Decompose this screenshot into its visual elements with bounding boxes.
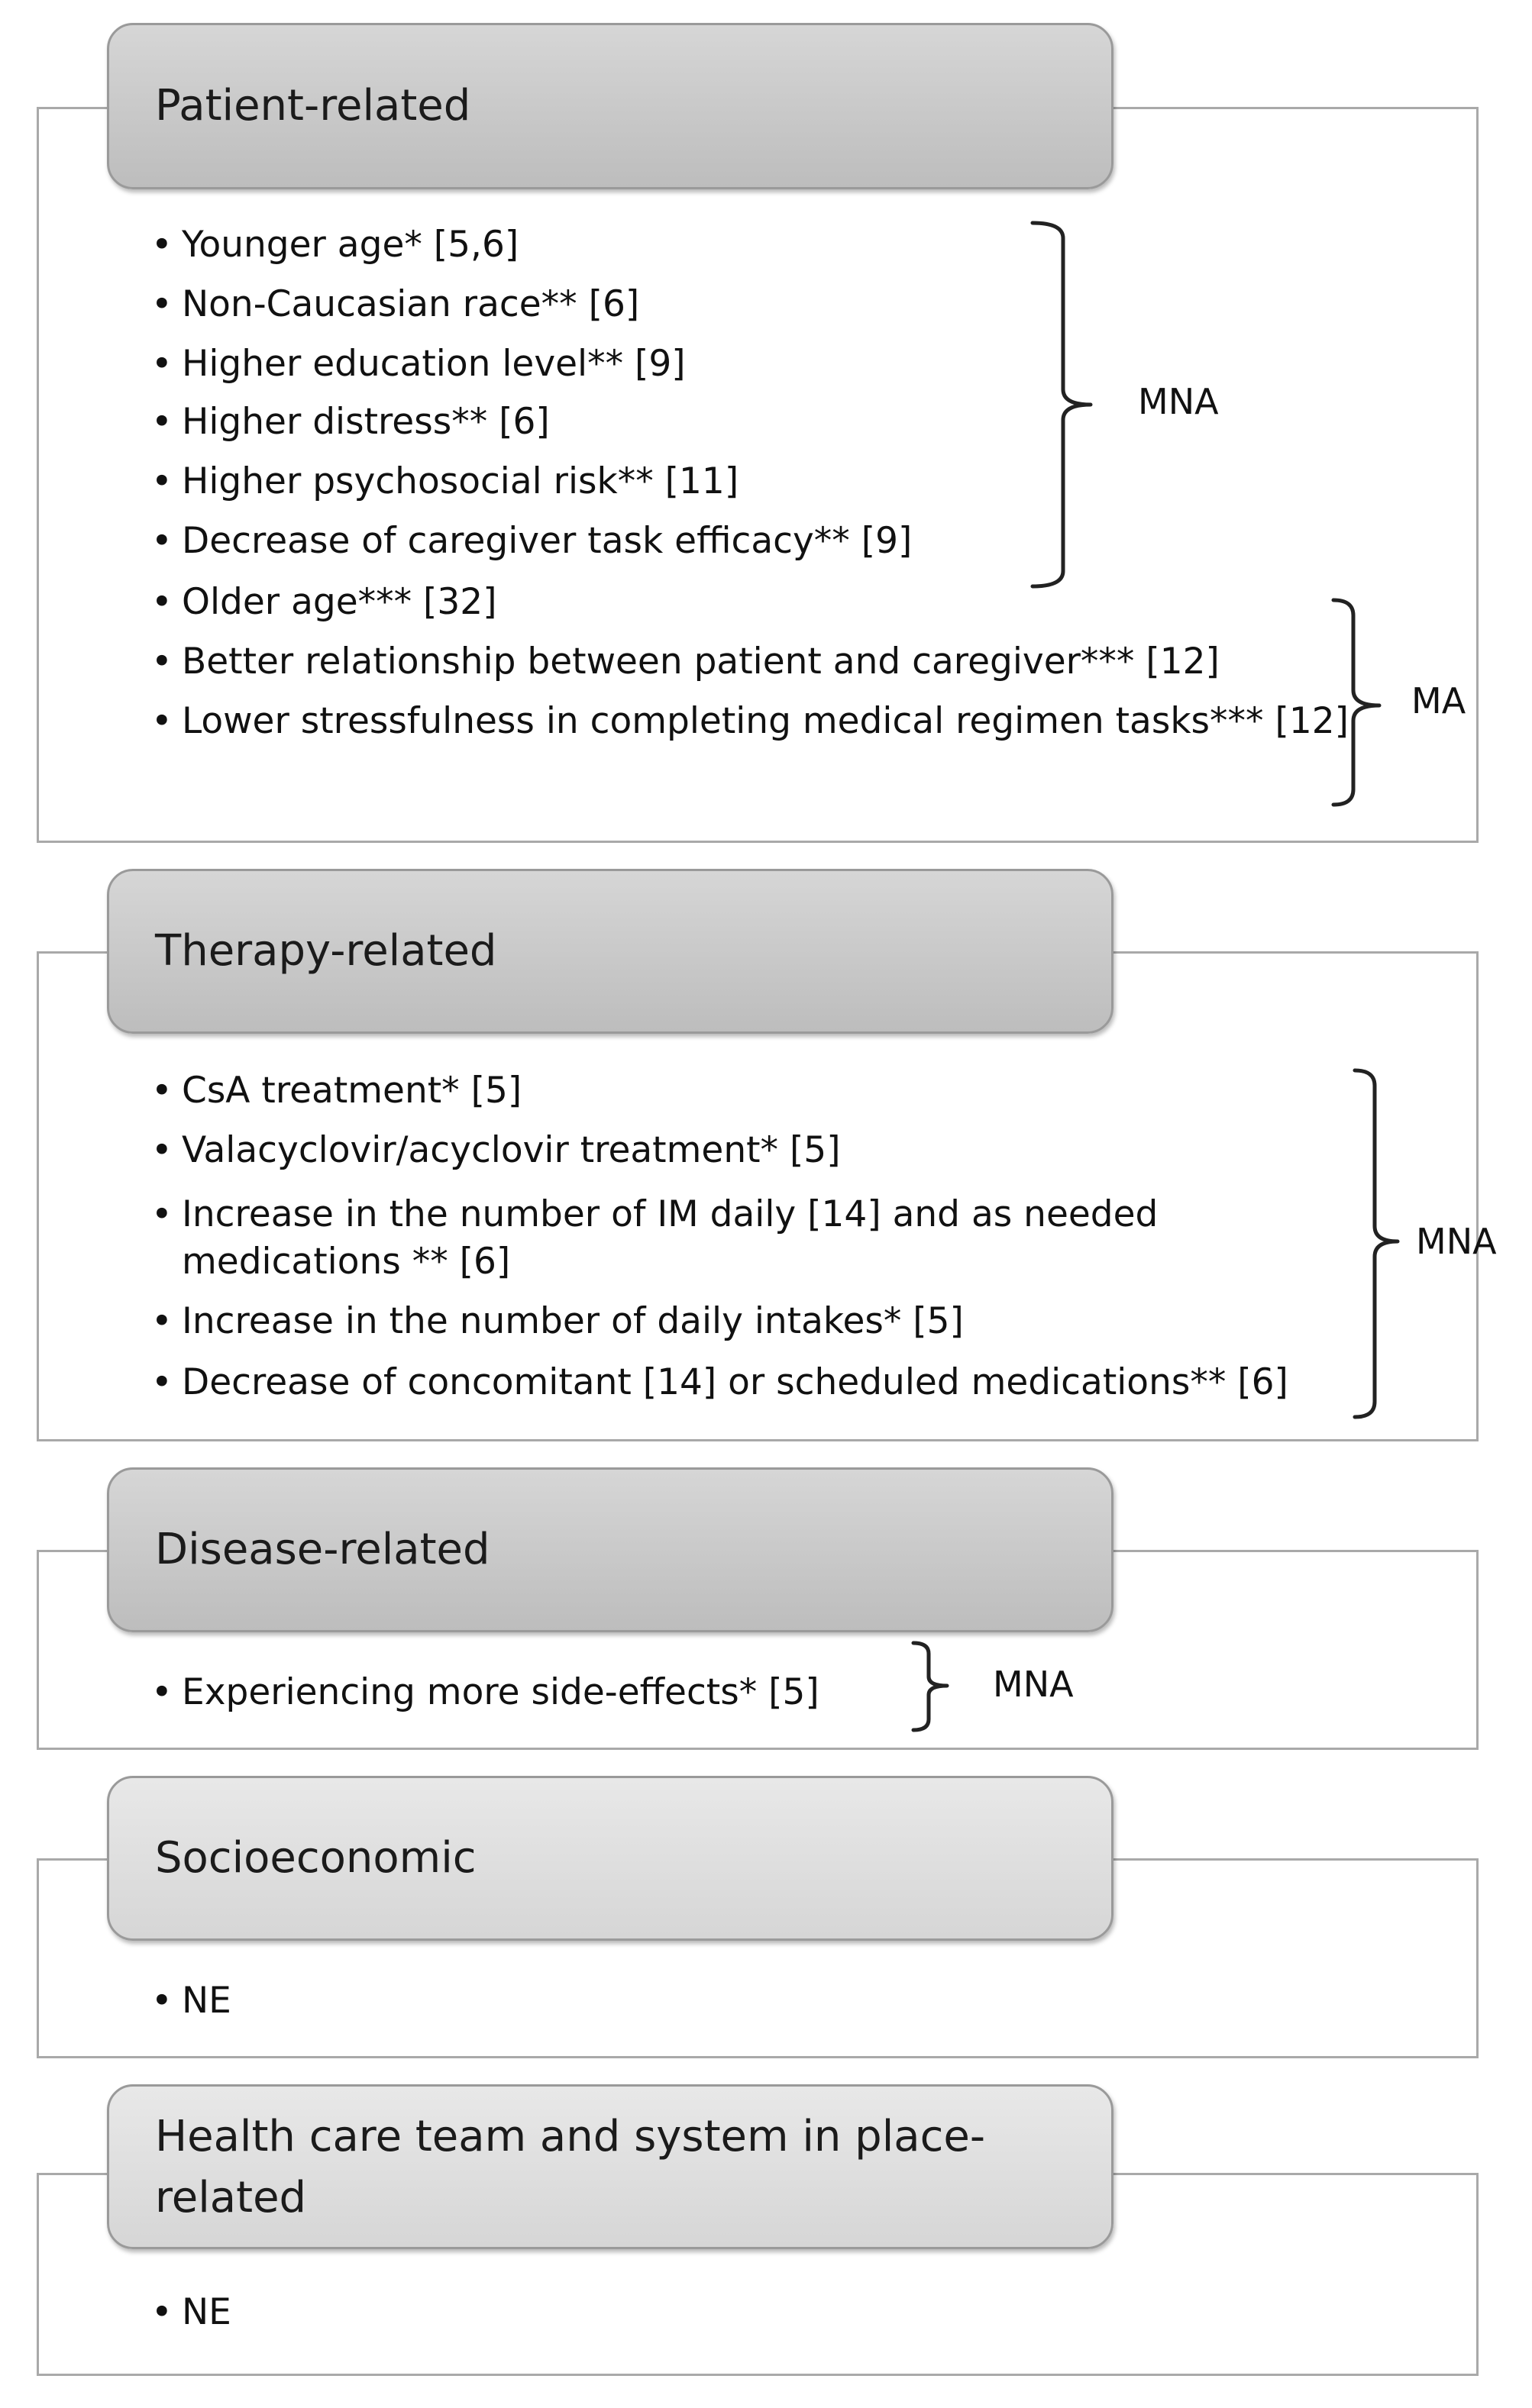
health-care-team-header: Health care team and system in place- re…: [107, 2084, 1113, 2249]
ma-patient-label: MA: [1411, 680, 1466, 721]
mna-disease-bracket: [911, 1641, 949, 1732]
patient-related-title: Patient-related: [155, 81, 471, 131]
list-item: •Lower stressfulness in completing medic…: [151, 700, 1349, 742]
list-item: •Better relationship between patient and…: [151, 641, 1220, 683]
list-item: •NE: [151, 2291, 231, 2333]
list-item: •Higher education level** [9]: [151, 343, 686, 385]
list-item: •Increase in the number of IM daily [14]…: [151, 1193, 1159, 1283]
list-item: •NE: [151, 1980, 231, 2022]
socioeconomic-list: •NE: [151, 1977, 609, 2025]
list-item: •Decrease of concomitant [14] or schedul…: [151, 1361, 1288, 1403]
list-item: •Decrease of caregiver task efficacy** […: [151, 520, 913, 562]
therapy-related-title: Therapy-related: [155, 926, 497, 976]
mna-patient-label: MNA: [1138, 381, 1219, 422]
health-care-team-title-line-1: Health care team and system in place-: [155, 2112, 986, 2161]
socioeconomic-title: Socioeconomic: [155, 1833, 477, 1883]
patient-related-header: Patient-related: [107, 23, 1113, 189]
patient-related-list: •Younger age* [5,6] •Non-Caucasian race*…: [151, 221, 1349, 745]
mna-patient-bracket: [1030, 221, 1093, 589]
health-care-team-title-line-2: related: [155, 2173, 307, 2222]
list-item: •Experiencing more side-effects* [5]: [151, 1671, 819, 1713]
disease-related-title: Disease-related: [155, 1525, 490, 1574]
list-item: •Valacyclovir/acyclovir treatment* [5]: [151, 1129, 841, 1171]
list-item: •Increase in the number of daily intakes…: [151, 1300, 964, 1342]
list-item: •Older age*** [32]: [151, 581, 497, 623]
health-care-team-list: •NE: [151, 2289, 609, 2336]
disease-related-list: •Experiencing more side-effects* [5]: [151, 1669, 991, 1716]
patient-related-panel: [37, 107, 1479, 843]
list-item: •Non-Caucasian race** [6]: [151, 283, 640, 325]
list-item: •Higher psychosocial risk** [11]: [151, 460, 739, 502]
therapy-related-header: Therapy-related: [107, 869, 1113, 1034]
ma-patient-bracket: [1331, 598, 1382, 807]
mna-disease-label: MNA: [993, 1664, 1074, 1705]
therapy-related-list: •CsA treatment* [5] •Valacyclovir/acyclo…: [151, 1067, 1343, 1419]
list-item: •Younger age* [5,6]: [151, 224, 519, 266]
list-item: •CsA treatment* [5]: [151, 1070, 522, 1112]
list-item: •Higher distress** [6]: [151, 401, 550, 443]
socioeconomic-header: Socioeconomic: [107, 1776, 1113, 1941]
disease-related-header: Disease-related: [107, 1467, 1113, 1632]
mna-therapy-bracket: [1353, 1068, 1400, 1419]
mna-therapy-label: MNA: [1416, 1221, 1497, 1262]
